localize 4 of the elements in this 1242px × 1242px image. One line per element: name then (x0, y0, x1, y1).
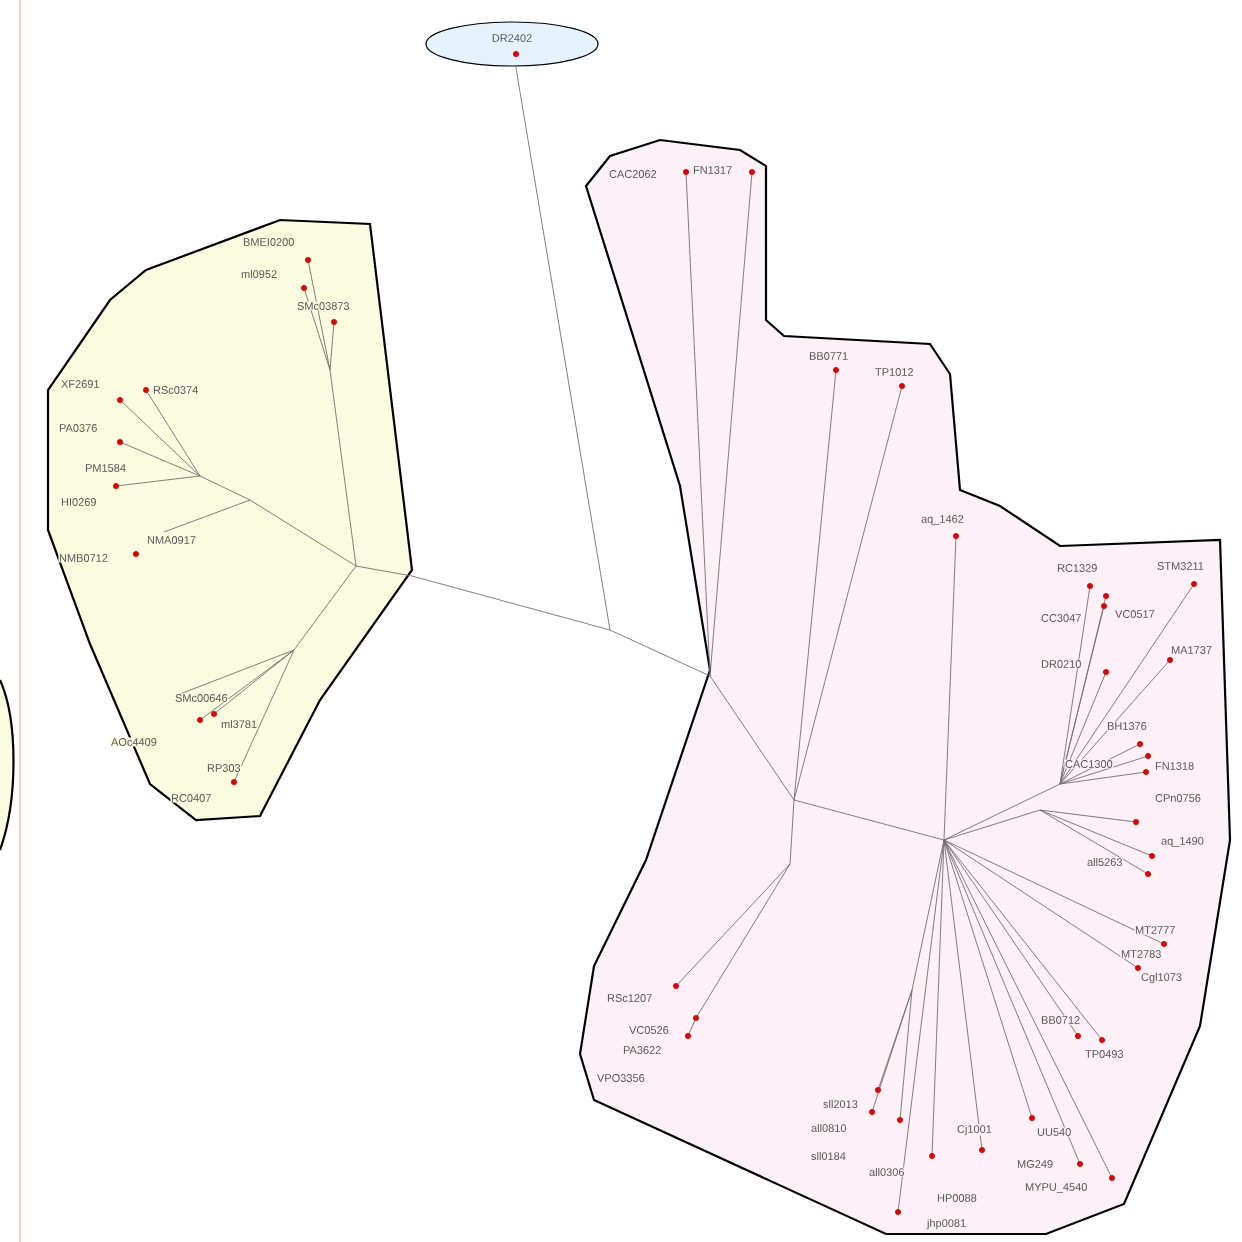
tree-branch (515, 66, 611, 631)
cluster-hull (578, 138, 1232, 1236)
cluster-hull (46, 218, 414, 822)
tree-branch (411, 575, 711, 677)
